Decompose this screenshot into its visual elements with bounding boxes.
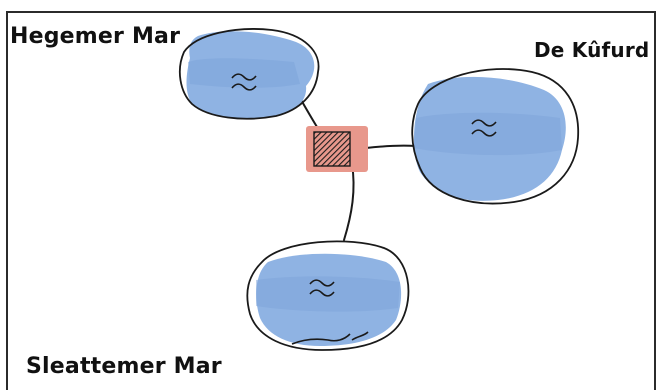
channel-north-east (365, 144, 417, 149)
tilde-wave-icon (309, 279, 335, 297)
junction-outline (313, 131, 351, 167)
lake-south (246, 240, 410, 351)
tilde-wave-icon (471, 119, 497, 137)
lake-outline (411, 68, 580, 205)
lake-label-north-west: Hegemer Mar (10, 24, 181, 49)
tilde-wave-icon (231, 73, 257, 91)
lake-label-north-east: De Kûfurd (534, 38, 650, 62)
channel-south (343, 163, 355, 241)
lake-label-south: Sleattemer Mar (26, 354, 222, 379)
lake-shading (188, 58, 300, 88)
lake-outline (246, 240, 410, 351)
shore-scribble (291, 331, 369, 345)
junction-marker (306, 126, 368, 172)
lake-shading (414, 112, 562, 156)
map-frame (6, 11, 656, 390)
lake-north-east (411, 68, 580, 205)
lake-outline (178, 28, 320, 120)
lake-shading (256, 276, 400, 312)
lake-north-west (178, 28, 320, 120)
hatched-square-icon (314, 132, 350, 166)
